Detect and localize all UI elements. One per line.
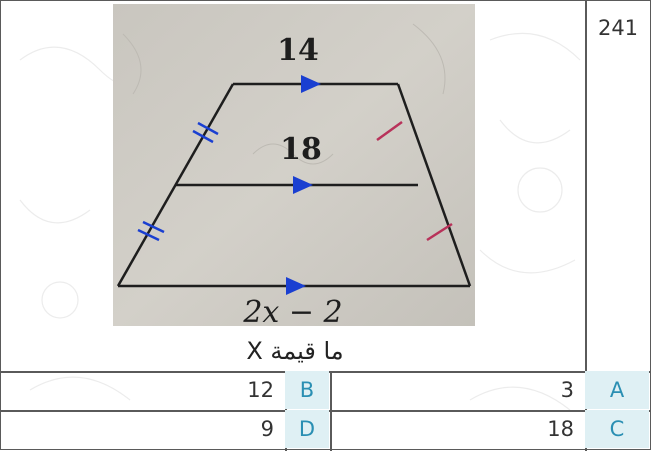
- answer-letter-a[interactable]: A: [585, 371, 649, 409]
- trapezoid-figure-photo: 14 18 2x − 2: [113, 4, 475, 326]
- answer-value-d: 9: [260, 417, 274, 441]
- trapezoid-diagram: 14 18 2x − 2: [113, 4, 475, 326]
- label-top: 14: [277, 33, 319, 68]
- arrow-bottom: [286, 277, 306, 295]
- answer-letter-b[interactable]: B: [285, 371, 329, 409]
- answer-letter-d[interactable]: D: [285, 410, 329, 448]
- right-leg: [396, 83, 472, 287]
- answer-value-a: 3: [560, 378, 574, 402]
- arrow-mid: [293, 176, 313, 194]
- answer-value-c: 18: [547, 417, 574, 441]
- label-middle: 18: [280, 132, 322, 167]
- answer-value-b: 12: [247, 378, 274, 402]
- arrow-top: [301, 75, 321, 93]
- label-bottom: 2x − 2: [242, 295, 342, 326]
- left-leg: [116, 83, 235, 287]
- question-number: 241: [597, 15, 639, 40]
- question-text: ما قيمة X: [246, 337, 344, 365]
- answer-letter-c[interactable]: C: [585, 410, 649, 448]
